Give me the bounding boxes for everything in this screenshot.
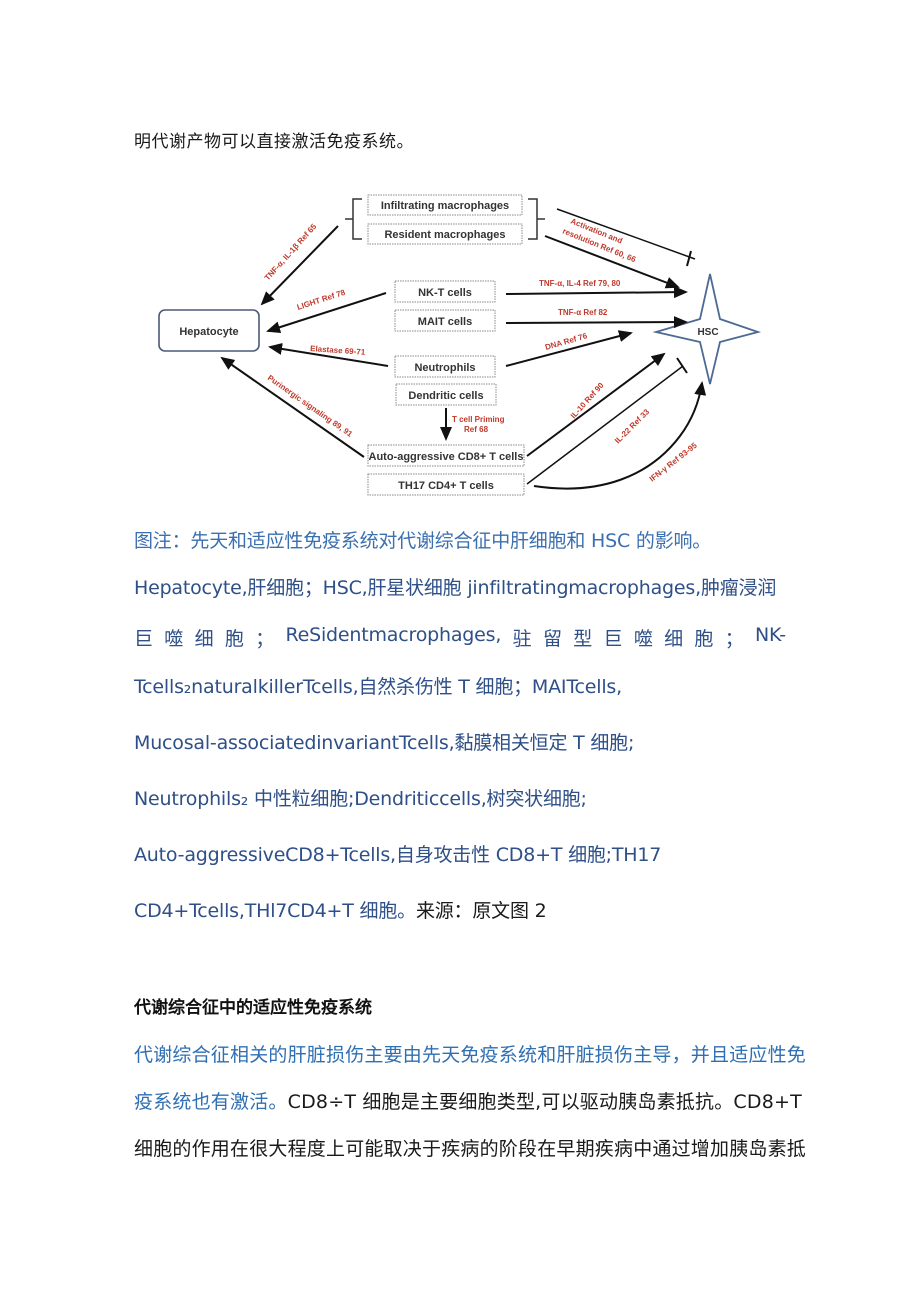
neutrophils-node: Neutrophils bbox=[394, 355, 496, 378]
immune-system-diagram: Hepatocyte HSC Infiltrating macrophages … bbox=[158, 194, 762, 496]
caption-line: Auto-aggressiveCD8+Tcells,自身攻击性 CD8+T 细胞… bbox=[134, 844, 662, 866]
svg-text:Neutrophils: Neutrophils bbox=[414, 362, 475, 374]
caption-line: CD4+Tcells,THl7CD4+T 细胞。来源：原文图 2 bbox=[134, 900, 547, 922]
caption-line: Hepatocyte,肝细胞；HSC,肝星状细胞 jinfiltratingma… bbox=[134, 577, 777, 599]
edge-label: Elastase 69-71 bbox=[310, 344, 366, 357]
mait-cells-node: MAIT cells bbox=[394, 309, 496, 332]
caption-line-justified: 巨 噬 细 胞 ； ReSidentmacrophages, 驻 留 型 巨 噬… bbox=[134, 624, 786, 650]
edge-label: T cell Priming bbox=[452, 415, 505, 424]
paragraph-line: 疫系统也有激活。CD8÷T 细胞是主要细胞类型,可以驱动胰岛素抵抗。CD8+T bbox=[134, 1091, 802, 1113]
edge-label: IL-22 Ref 33 bbox=[613, 407, 652, 446]
svg-text:Auto-aggressive CD8+ T cells: Auto-aggressive CD8+ T cells bbox=[369, 451, 524, 463]
caption-line: Tcells₂naturalkillerTcells,自然杀伤性 T 细胞；MA… bbox=[134, 676, 622, 698]
hepatocyte-node: Hepatocyte bbox=[158, 309, 260, 352]
source-note: 来源：原文图 2 bbox=[415, 900, 547, 922]
paragraph-line: 细胞的作用在很大程度上可能取决于疾病的阶段在早期疾病中通过增加胰岛素抵 bbox=[134, 1138, 807, 1160]
svg-text:NK-T cells: NK-T cells bbox=[418, 287, 472, 299]
edge-label: TNF-α, IL-4 Ref 79, 80 bbox=[539, 279, 621, 288]
svg-text:TH17 CD4+ T cells: TH17 CD4+ T cells bbox=[398, 480, 494, 492]
hsc-node: HSC bbox=[652, 273, 762, 385]
edge-label: Purinergic signaling 89, 91 bbox=[266, 373, 355, 439]
svg-text:Hepatocyte: Hepatocyte bbox=[179, 326, 238, 338]
dendritic-cells-node: Dendritic cells bbox=[395, 383, 497, 406]
section-heading: 代谢综合征中的适应性免疫系统 bbox=[134, 998, 372, 1018]
nkt-cells-node: NK-T cells bbox=[394, 280, 496, 303]
intro-paragraph: 明代谢产物可以直接激活免疫系统。 bbox=[134, 132, 414, 152]
infiltrating-macrophages-node: Infiltrating macrophages bbox=[367, 194, 523, 216]
cd8-t-cells-node: Auto-aggressive CD8+ T cells bbox=[367, 444, 525, 467]
caption-line: Neutrophils₂ 中性粒细胞;Dendriticcells,树突状细胞; bbox=[134, 788, 587, 810]
edge-label: DNA Ref 76 bbox=[544, 331, 589, 352]
svg-text:HSC: HSC bbox=[697, 327, 718, 338]
caption-line: Mucosal-associatedinvariantTcells,黏膜相关恒定… bbox=[134, 732, 635, 754]
edge-label: Ref 68 bbox=[464, 425, 489, 434]
svg-text:Infiltrating macrophages: Infiltrating macrophages bbox=[381, 200, 509, 212]
svg-text:Resident macrophages: Resident macrophages bbox=[384, 229, 505, 241]
paragraph-line: 代谢综合征相关的肝脏损伤主要由先天免疫系统和肝脏损伤主导，并且适应性免 bbox=[134, 1044, 807, 1066]
svg-text:Dendritic cells: Dendritic cells bbox=[408, 390, 483, 402]
svg-text:MAIT cells: MAIT cells bbox=[418, 316, 472, 328]
resident-macrophages-node: Resident macrophages bbox=[367, 223, 523, 245]
figure-caption-title: 图注：先天和适应性免疫系统对代谢综合征中肝细胞和 HSC 的影响。 bbox=[134, 530, 712, 552]
th17-cells-node: TH17 CD4+ T cells bbox=[367, 473, 525, 496]
edge-label: TNF-α Ref 82 bbox=[558, 308, 608, 317]
